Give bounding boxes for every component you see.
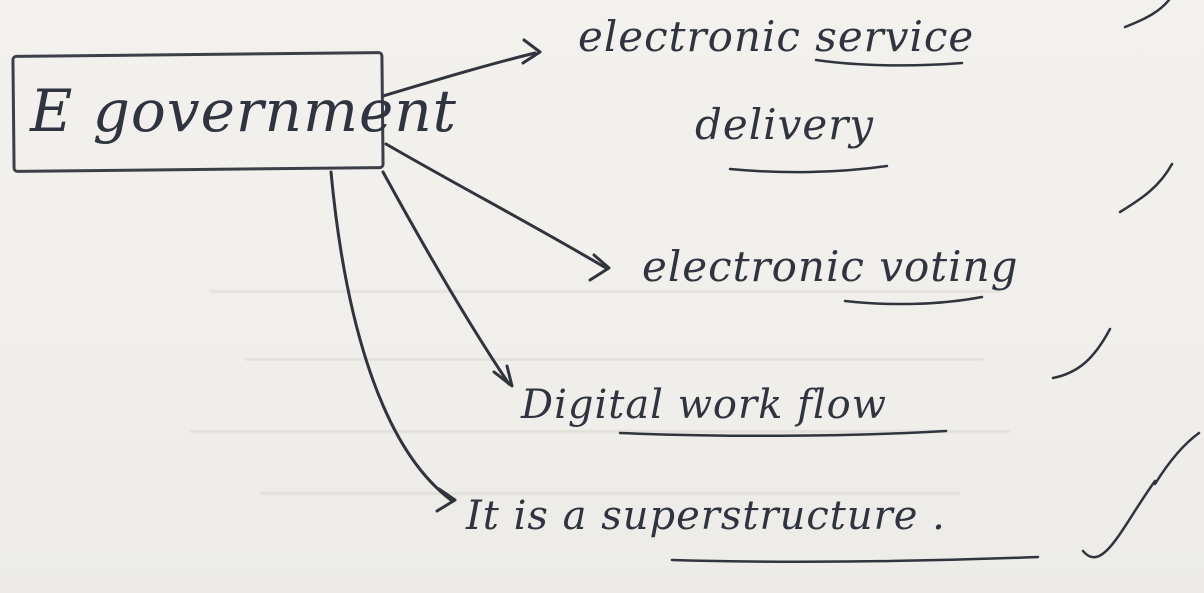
underline-delivery [728,164,889,174]
arrowhead-electronic-service-delivery [521,38,542,65]
main-node-label: E government [30,77,457,145]
branch-electronic-service-line-1: electronic service [578,12,975,61]
check-mark-4 [1081,479,1157,559]
arrowhead-electronic-voting [588,253,611,282]
arrowhead-digital-work-flow [492,364,514,388]
arrow-to-electronic-service-delivery [381,51,537,98]
branch-electronic-voting: electronic voting [642,242,1019,291]
branch-electronic-service-line-2: delivery [695,100,874,149]
branch-digital-work-flow: Digital work flow [521,382,888,428]
check-mark-3 [1051,327,1112,380]
underline-superstructure [670,555,1040,563]
arrow-to-superstructure [329,170,453,502]
underline-work-flow [618,429,948,438]
underline-service [814,58,964,67]
arrow-to-digital-work-flow [381,170,511,386]
underline-voting [843,295,984,306]
arrowhead-superstructure [435,487,457,513]
check-mark-2 [1118,162,1174,214]
branch-superstructure: It is a superstructure . [466,493,946,539]
check-mark-5 [1153,431,1201,486]
check-mark-1 [1123,0,1171,29]
arrow-to-electronic-voting [384,142,608,270]
